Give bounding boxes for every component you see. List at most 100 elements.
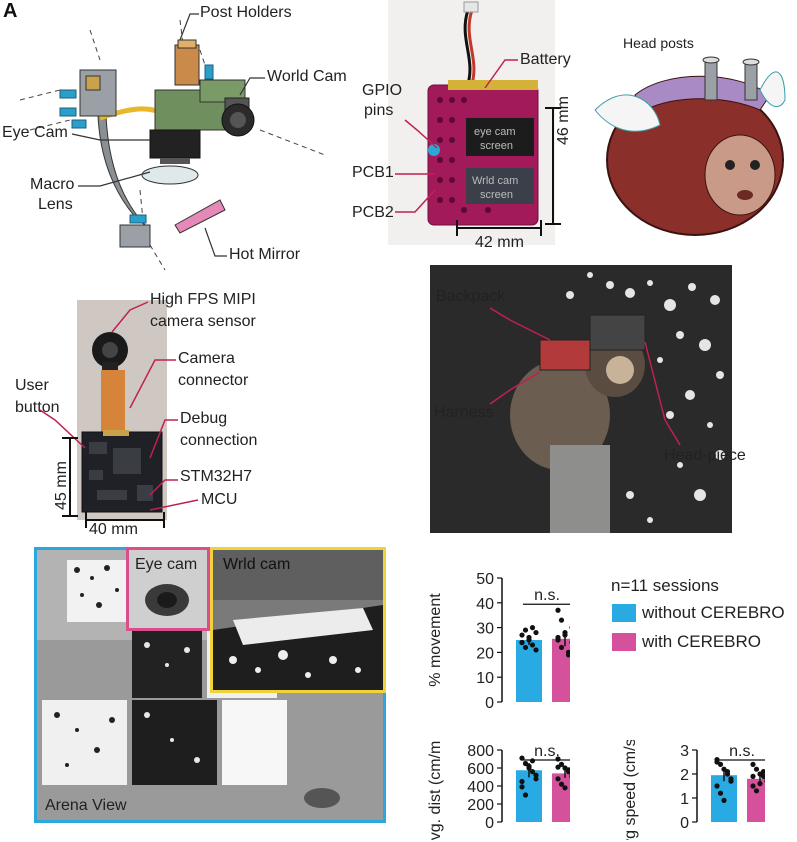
wrld-cam-screen-label: Wrld cam — [472, 175, 519, 187]
data-point — [555, 634, 561, 641]
significance-label: n.s. — [534, 587, 560, 604]
label-head-posts: Head posts — [623, 35, 694, 51]
eye-cam-screen-label: eye cam — [474, 126, 516, 138]
data-point — [760, 769, 765, 775]
data-point — [753, 788, 760, 794]
data-point — [565, 652, 570, 658]
data-point — [753, 766, 760, 772]
data-point — [519, 784, 525, 790]
data-point — [562, 632, 568, 638]
data-point — [529, 769, 536, 775]
label-pcb2: PCB2 — [352, 204, 394, 221]
label-hot-mirror: Hot Mirror — [229, 246, 301, 263]
data-point — [728, 778, 734, 784]
label-pcb1: PCB1 — [352, 164, 394, 181]
label-wrld-cam-inset: Wrld cam — [223, 556, 291, 573]
data-point — [717, 790, 724, 796]
data-point — [562, 785, 568, 791]
mcu-board-photo — [77, 300, 167, 520]
data-point — [750, 773, 756, 779]
wrld-cam-screen-label-2: screen — [480, 189, 514, 201]
data-point — [526, 765, 532, 771]
y-tick-label: 50 — [476, 571, 494, 588]
data-point — [714, 783, 720, 789]
label-high-fps: High FPS MIPI — [150, 291, 256, 308]
panel-b-leaders — [395, 59, 561, 236]
panel-a-leaders — [71, 13, 265, 257]
chart-percent-movement: 0 10 20 30 40 50 % movement n.s. — [427, 571, 570, 710]
data-point — [750, 761, 756, 767]
cad-headpiece-drawing — [20, 20, 326, 271]
label-gpio: GPIO — [362, 82, 403, 99]
y-tick-label: 800 — [467, 743, 494, 760]
label-debug: Debug — [180, 410, 228, 427]
legend-swatch-with — [612, 633, 636, 651]
data-point — [569, 775, 570, 779]
data-point — [558, 781, 565, 787]
label-eye-cam: Eye Cam — [2, 124, 68, 141]
label-stm32h7: STM32H7 — [180, 468, 253, 485]
data-point — [565, 767, 570, 773]
eye-cam-screen-label-2: screen — [480, 140, 514, 152]
y-axis-label: avg speed (cm/sec) — [622, 740, 639, 840]
y-tick-label: 10 — [476, 670, 494, 687]
marmoset-backpack-photo — [430, 265, 732, 533]
data-point — [526, 637, 532, 643]
label-head-piece: Head-piece — [664, 447, 746, 464]
data-point — [558, 617, 565, 623]
label-backpack: Backpack — [436, 288, 506, 305]
data-point — [764, 779, 765, 783]
y-tick-label: 0 — [485, 815, 494, 832]
label-mcu: MCU — [201, 491, 238, 508]
bar-with-cerebro — [552, 638, 570, 702]
label-connector: connector — [178, 372, 249, 389]
y-tick-label: 200 — [467, 797, 494, 814]
y-tick-label: 30 — [476, 621, 494, 638]
label-connection: connection — [180, 432, 258, 449]
label-button: button — [15, 399, 60, 416]
data-point — [522, 792, 529, 798]
data-point — [533, 629, 539, 636]
dimension-width-40mm: 40 mm — [89, 521, 138, 538]
significance-label: n.s. — [534, 743, 560, 760]
data-point — [519, 639, 525, 646]
y-tick-label: 0 — [485, 695, 494, 710]
data-point — [724, 769, 731, 775]
panel-letter-a: A — [3, 0, 18, 22]
data-point — [529, 642, 536, 648]
y-tick-label: 40 — [476, 596, 494, 613]
bar-with-cerebro — [552, 773, 570, 822]
panel-e-leaders — [489, 307, 681, 446]
data-point — [558, 644, 565, 651]
y-tick-label: 0 — [680, 815, 689, 832]
data-point — [750, 783, 756, 789]
dimension-width-42mm: 42 mm — [475, 234, 524, 251]
y-tick-label: 20 — [476, 645, 494, 662]
label-harness: Harness — [434, 404, 494, 421]
data-point — [555, 764, 561, 770]
data-point — [555, 776, 561, 782]
y-tick-label: 3 — [680, 743, 689, 760]
data-point — [721, 797, 727, 803]
data-point — [764, 777, 765, 781]
legend-title: n=11 sessions — [611, 576, 719, 595]
bar-with-cerebro — [747, 778, 765, 822]
eye-cam-inset: Eye cam — [126, 547, 210, 631]
data-point — [529, 625, 536, 631]
y-tick-label: 400 — [467, 779, 494, 796]
data-point — [533, 776, 539, 782]
y-axis-label: avg. dist (cm/min) — [427, 740, 444, 840]
data-point — [555, 607, 561, 613]
label-arena-view: Arena View — [45, 797, 127, 814]
y-tick-label: 2 — [680, 767, 689, 784]
data-point — [569, 640, 570, 645]
y-axis-label: % movement — [427, 593, 444, 687]
data-point — [760, 773, 765, 779]
label-battery: Battery — [520, 51, 571, 68]
y-tick-label: 600 — [467, 761, 494, 778]
data-point — [522, 644, 529, 651]
label-world-cam: World Cam — [267, 68, 347, 85]
data-point — [519, 778, 525, 785]
y-tick-label: 1 — [680, 791, 689, 808]
